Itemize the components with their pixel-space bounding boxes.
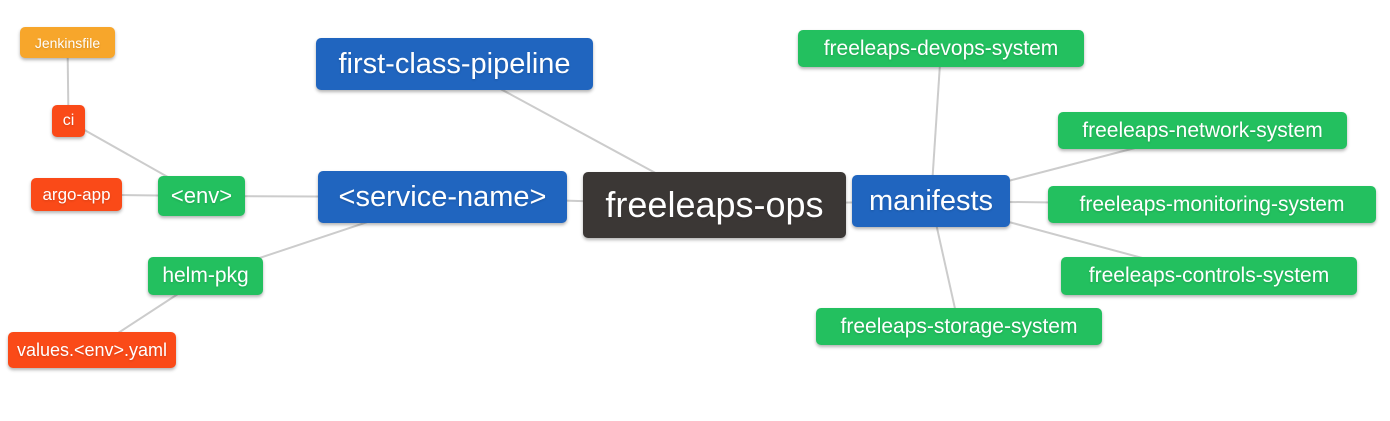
node-label: Jenkinsfile (34, 34, 101, 51)
node-label: freeleaps-ops (605, 184, 824, 225)
node-label: first-class-pipeline (338, 47, 571, 80)
node-manifests[interactable]: manifests (852, 175, 1010, 227)
node-freeleaps-controls-system[interactable]: freeleaps-controls-system (1061, 257, 1357, 295)
node-freeleaps-monitoring-system[interactable]: freeleaps-monitoring-system (1048, 186, 1376, 223)
node-label: freeleaps-controls-system (1088, 264, 1330, 287)
node-label: manifests (868, 184, 994, 217)
node-jenkinsfile[interactable]: Jenkinsfile (20, 27, 115, 58)
node-argo-app[interactable]: argo-app (31, 178, 122, 211)
node-freeleaps-storage-system[interactable]: freeleaps-storage-system (816, 308, 1102, 345)
node-freeleaps-network-system[interactable]: freeleaps-network-system (1058, 112, 1347, 149)
node-service-name[interactable]: <service-name> (318, 171, 567, 223)
node-label: ci (62, 112, 75, 129)
node-label: freeleaps-monitoring-system (1079, 192, 1345, 216)
node-env[interactable]: <env> (158, 176, 245, 216)
node-helm-pkg[interactable]: helm-pkg (148, 257, 263, 295)
node-label: argo-app (42, 184, 111, 204)
node-label: freeleaps-network-system (1082, 118, 1323, 142)
node-freeleaps-ops[interactable]: freeleaps-ops (583, 172, 846, 238)
node-label: helm-pkg (162, 264, 249, 287)
node-first-class-pipeline[interactable]: first-class-pipeline (316, 38, 593, 90)
node-label: <service-name> (338, 180, 547, 213)
node-label: freeleaps-devops-system (823, 36, 1059, 60)
node-ci[interactable]: ci (52, 105, 85, 137)
node-label: <env> (170, 183, 233, 208)
node-freeleaps-devops-system[interactable]: freeleaps-devops-system (798, 30, 1084, 67)
node-label: values.<env>.yaml (16, 339, 168, 360)
node-label: freeleaps-storage-system (840, 314, 1078, 338)
node-values-env-yaml[interactable]: values.<env>.yaml (8, 332, 176, 368)
